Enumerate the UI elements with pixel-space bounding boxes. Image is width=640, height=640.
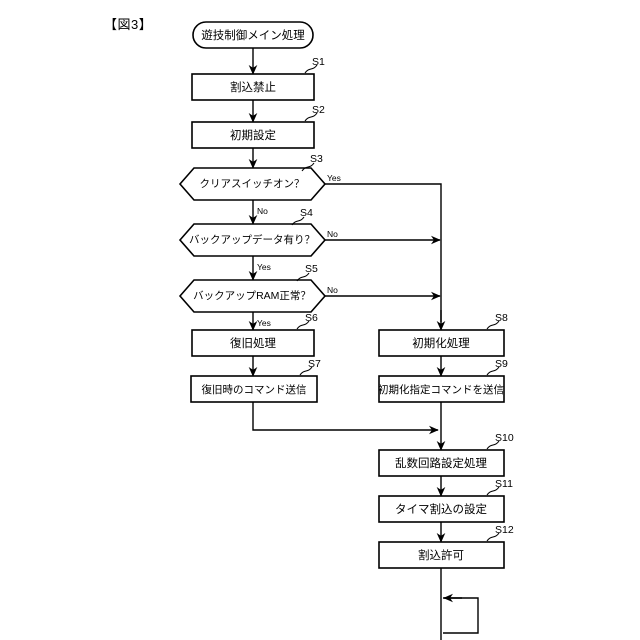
s5-shape — [178, 279, 327, 313]
node-s10[interactable]: 乱数回路設定処理 — [378, 449, 505, 477]
step-marker-s12: S12 — [486, 524, 514, 542]
s3-yes-label: Yes — [327, 173, 341, 183]
node-s3[interactable]: クリアスイッチオン？ — [178, 167, 327, 201]
step-marker-s9: S9 — [486, 358, 508, 376]
s4-no-label: No — [327, 229, 338, 239]
s7-shape — [190, 375, 318, 403]
s12-label: 割込許可 — [418, 548, 464, 562]
s7-label: 復旧時のコマンド送信 — [202, 383, 307, 396]
s2-leader — [304, 112, 318, 122]
s11-label: タイマ割込の設定 — [395, 502, 487, 516]
figure-label: 【図3】 — [104, 17, 153, 32]
s10-leader — [486, 440, 500, 450]
s9-label: 初期化指定コマンドを送信 — [378, 383, 504, 396]
s8-shape — [378, 329, 505, 357]
s6-step: S6 — [305, 312, 318, 324]
loop-back-path — [443, 597, 479, 634]
node-start[interactable]: 遊技制御メイン処理 — [192, 21, 314, 49]
s10-label: 乱数回路設定処理 — [395, 456, 487, 470]
start-label: 遊技制御メイン処理 — [201, 28, 305, 42]
node-s12[interactable]: 割込許可 — [378, 541, 505, 569]
s1-shape — [191, 73, 315, 101]
node-s7[interactable]: 復旧時のコマンド送信 — [190, 375, 318, 403]
s12-shape — [378, 541, 505, 569]
s3-shape — [178, 167, 327, 201]
edge-s7-merge-to-trunk — [252, 402, 439, 435]
edge-s3-yes-to-trunk — [325, 183, 442, 322]
s11-shape — [378, 495, 505, 523]
s8-step: S8 — [495, 312, 508, 324]
step-marker-s4: S4 — [291, 207, 313, 226]
s2-step: S2 — [312, 104, 325, 116]
step-marker-s3: S3 — [301, 153, 323, 172]
s9-leader — [486, 366, 500, 376]
s8-leader — [486, 320, 500, 330]
s12-step: S12 — [495, 524, 514, 536]
s3-no-label: No — [257, 206, 268, 216]
s12-leader — [486, 532, 500, 542]
s8-label: 初期化処理 — [412, 336, 470, 350]
step-marker-s11: S11 — [486, 478, 513, 496]
step-marker-s2: S2 — [304, 104, 325, 122]
s2-label: 初期設定 — [230, 128, 276, 142]
s4-leader — [291, 216, 305, 226]
s6-shape — [191, 329, 315, 357]
s9-shape — [378, 375, 505, 403]
s3-step: S3 — [310, 153, 323, 165]
s4-step: S4 — [300, 207, 313, 219]
s5-label: バックアップRAM正常？ — [193, 289, 311, 302]
s4-yes-label: Yes — [257, 262, 271, 272]
step-marker-s8: S8 — [486, 312, 508, 330]
s4-label: バックアップデータ有り？ — [189, 233, 315, 246]
s4-shape — [178, 223, 327, 257]
step-marker-s5: S5 — [296, 263, 318, 282]
s1-leader — [304, 64, 318, 74]
s11-leader — [486, 486, 500, 496]
node-s6[interactable]: 復旧処理 — [191, 329, 315, 357]
s1-label: 割込禁止 — [230, 80, 276, 94]
s5-leader — [296, 272, 310, 282]
node-s5[interactable]: バックアップRAM正常？ — [178, 279, 327, 313]
s5-step: S5 — [305, 263, 318, 275]
connector-layer — [248, 48, 479, 640]
node-s9[interactable]: 初期化指定コマンドを送信 — [378, 375, 505, 403]
s2-shape — [191, 121, 315, 149]
step-marker-s6: S6 — [296, 312, 318, 330]
s5-yes-label: Yes — [257, 318, 271, 328]
start-shape — [192, 21, 314, 49]
node-s1[interactable]: 割込禁止 — [191, 73, 315, 101]
node-s2[interactable]: 初期設定 — [191, 121, 315, 149]
s6-leader — [296, 320, 310, 330]
s3-label: クリアスイッチオン？ — [200, 178, 305, 190]
step-marker-s7: S7 — [299, 358, 321, 376]
node-s11[interactable]: タイマ割込の設定 — [378, 495, 505, 523]
s7-step: S7 — [308, 358, 321, 370]
s10-shape — [378, 449, 505, 477]
s7-leader — [299, 366, 313, 376]
node-s8[interactable]: 初期化処理 — [378, 329, 505, 357]
s6-label: 復旧処理 — [230, 336, 276, 350]
s10-step: S10 — [495, 432, 514, 444]
s11-step: S11 — [495, 478, 513, 490]
node-s4[interactable]: バックアップデータ有り？ — [178, 223, 327, 257]
step-marker-s1: S1 — [304, 56, 325, 74]
s1-step: S1 — [312, 56, 325, 68]
step-marker-s10: S10 — [486, 432, 514, 450]
s5-no-label: No — [327, 285, 338, 295]
s3-leader — [301, 162, 315, 172]
s9-step: S9 — [495, 358, 508, 370]
